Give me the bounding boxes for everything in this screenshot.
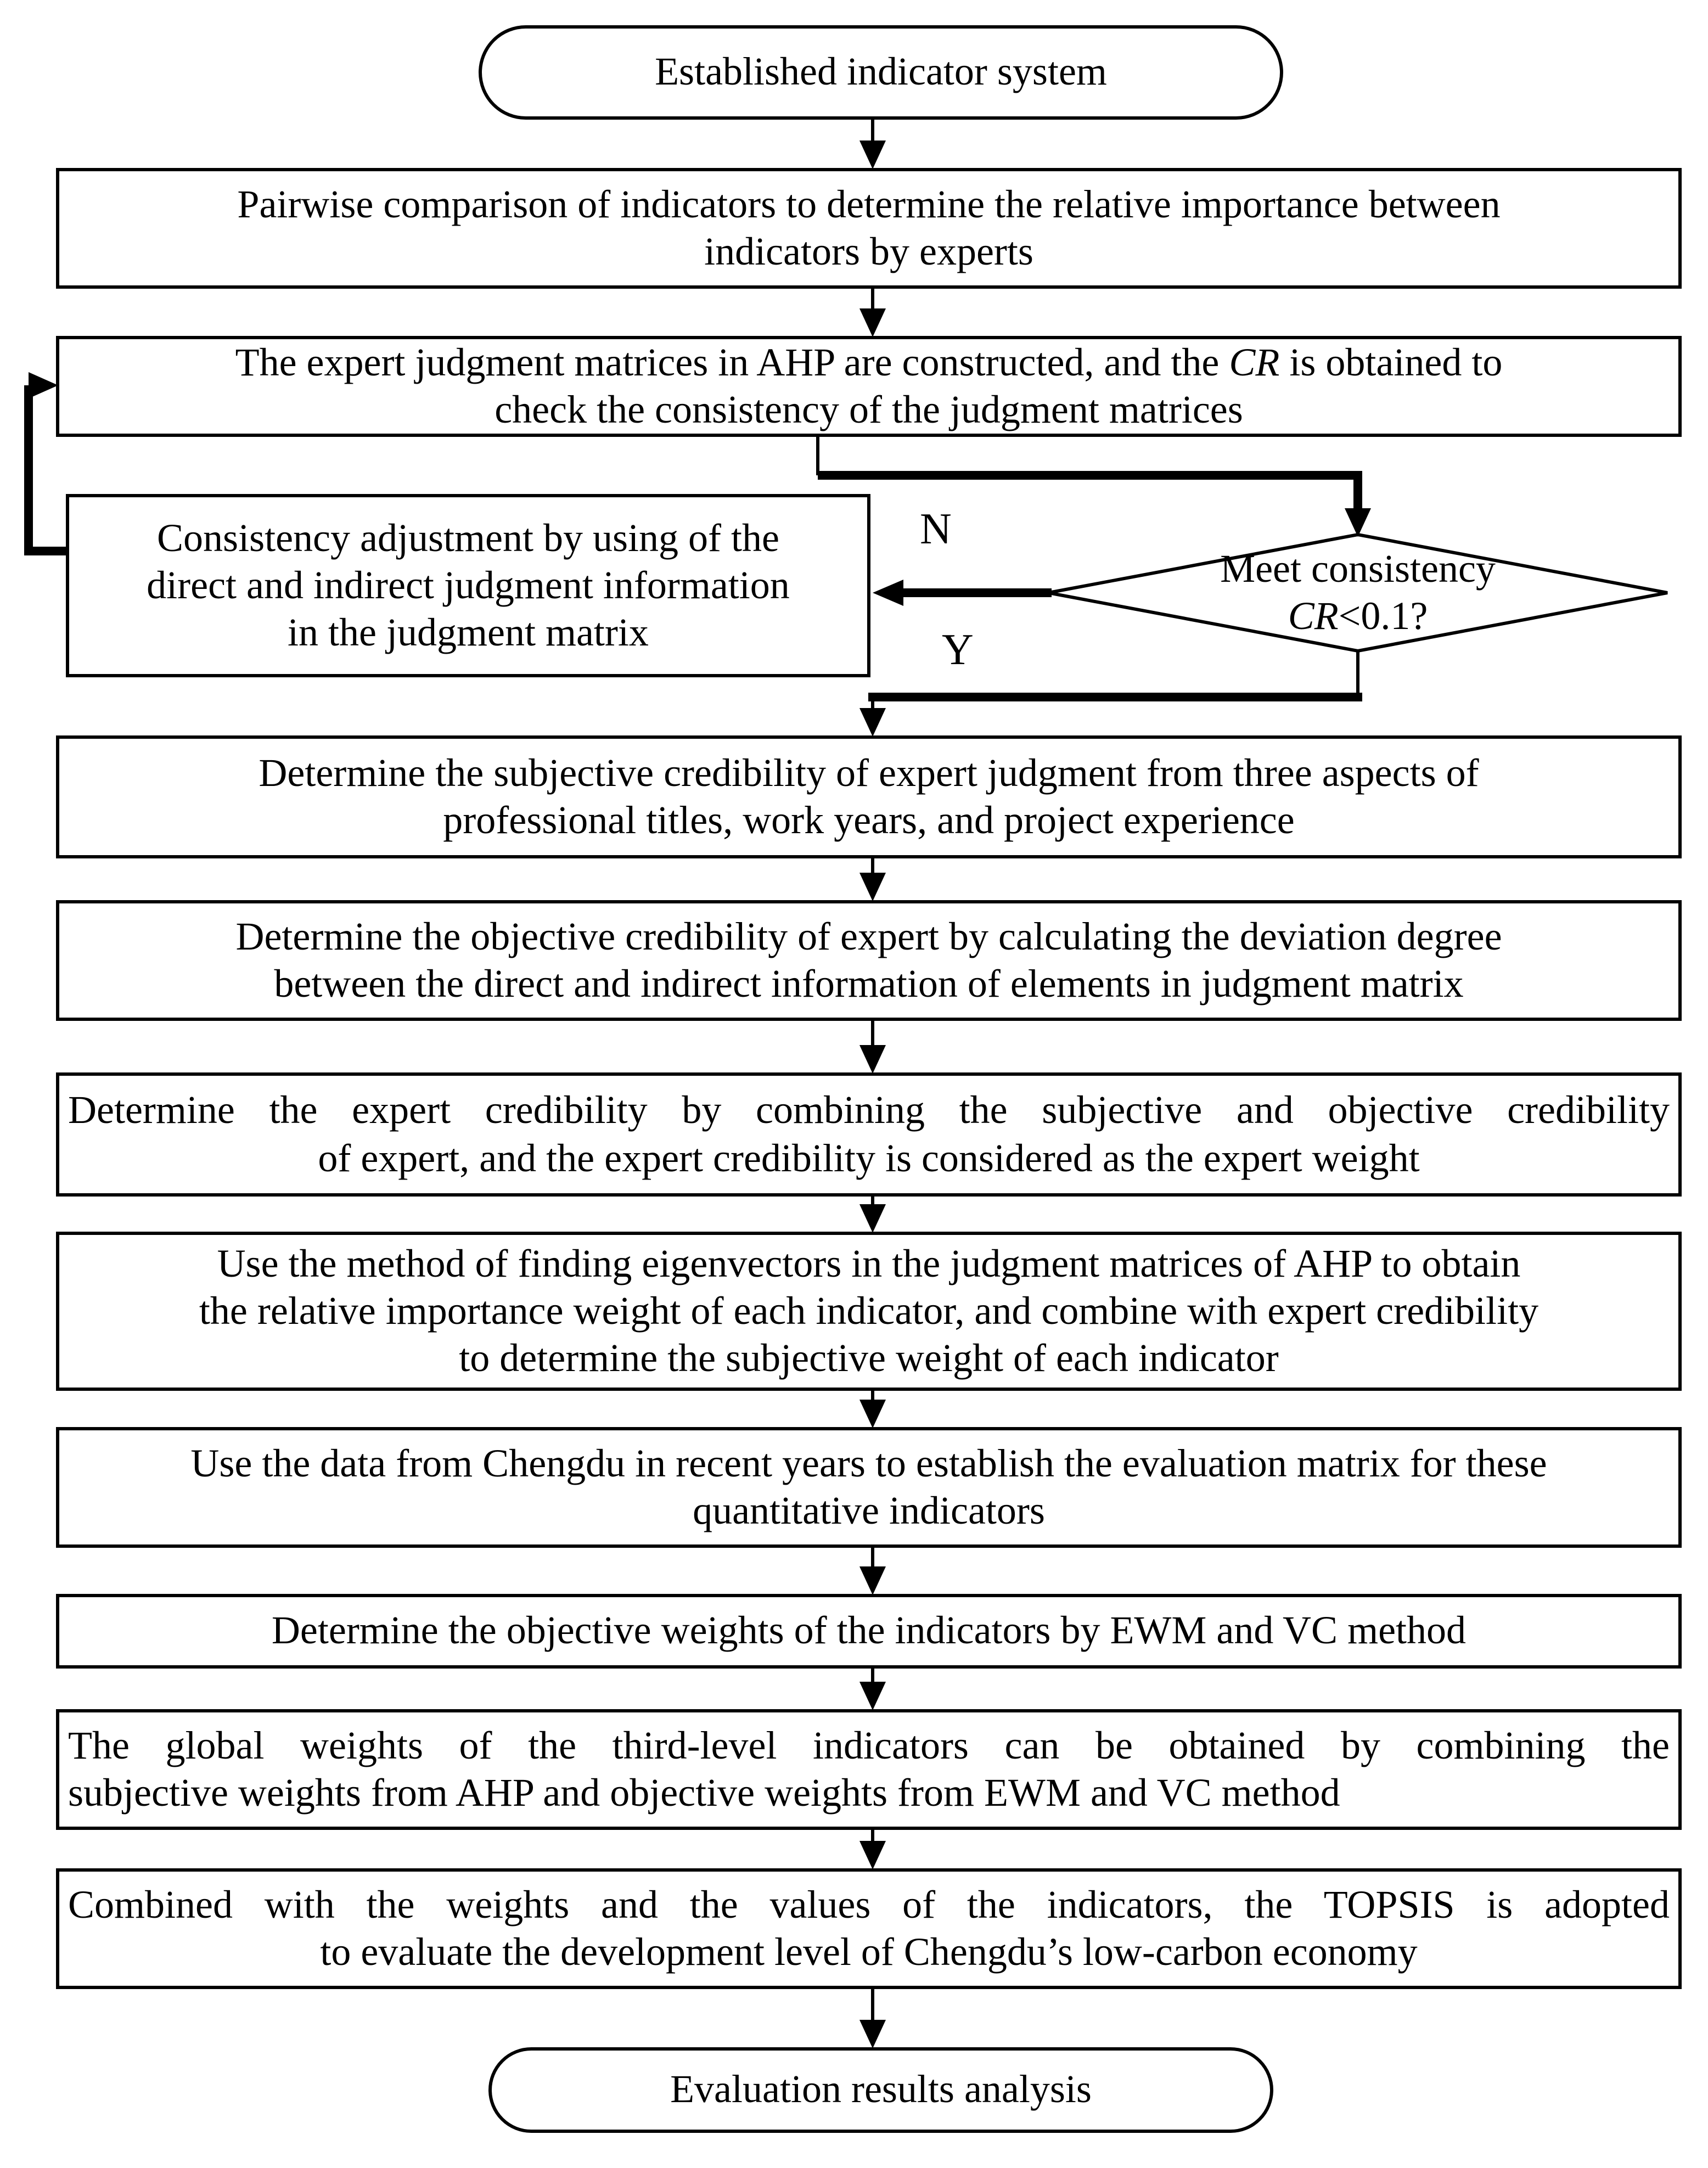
arrow-objcred-expcred-head (859, 1045, 886, 1074)
arrow-yes-head (859, 708, 886, 737)
edge-label-yes: Y (942, 625, 974, 674)
arrow-subjweight-evalmatrix-head (859, 1400, 886, 1428)
edge-label-no: N (920, 504, 952, 553)
node-judgment-matrices: The expert judgment matrices in AHP are … (56, 336, 1682, 437)
node-objective-weights: Determine the objective weights of the i… (56, 1594, 1682, 1669)
arrow-start-pairwise-head (859, 141, 886, 169)
arrow-construct-decision-head (1345, 508, 1371, 537)
arrow-globalweights-topsis-head (859, 1841, 886, 1869)
node-pairwise-comparison: Pairwise comparison of indicators to det… (56, 168, 1682, 289)
arrow-construct-decision-elbow (818, 471, 1362, 510)
arrow-topsis-end-head (859, 2020, 886, 2048)
arrow-expcred-subjweight-head (859, 1204, 886, 1233)
arrow-loopback-elbow (24, 385, 68, 555)
arrow-subjcred-objcred-head (859, 873, 886, 901)
arrow-no-head (873, 580, 903, 606)
node-start-terminator: Established indicator system (479, 25, 1283, 120)
node-subjective-credibility: Determine the subjective credibility of … (56, 735, 1682, 858)
node-expert-credibility: Determine the expert credibility by comb… (56, 1072, 1682, 1197)
arrow-evalmatrix-objweights-head (859, 1566, 886, 1595)
node-objective-credibility: Determine the objective credibility of e… (56, 900, 1682, 1021)
arrow-loopback-head (29, 372, 58, 398)
node-end-terminator: Evaluation results analysis (488, 2047, 1273, 2133)
node-evaluation-matrix: Use the data from Chengdu in recent year… (56, 1427, 1682, 1548)
arrow-pairwise-construct-head (859, 308, 886, 337)
node-subjective-weight: Use the method of finding eigenvectors i… (56, 1232, 1682, 1391)
decision-diamond-shape (1048, 532, 1668, 653)
arrow-objweights-globalweights-head (859, 1682, 886, 1710)
node-global-weights: The global weights of the third-level in… (56, 1709, 1682, 1830)
node-topsis-evaluation: Combined with the weights and the values… (56, 1868, 1682, 1989)
